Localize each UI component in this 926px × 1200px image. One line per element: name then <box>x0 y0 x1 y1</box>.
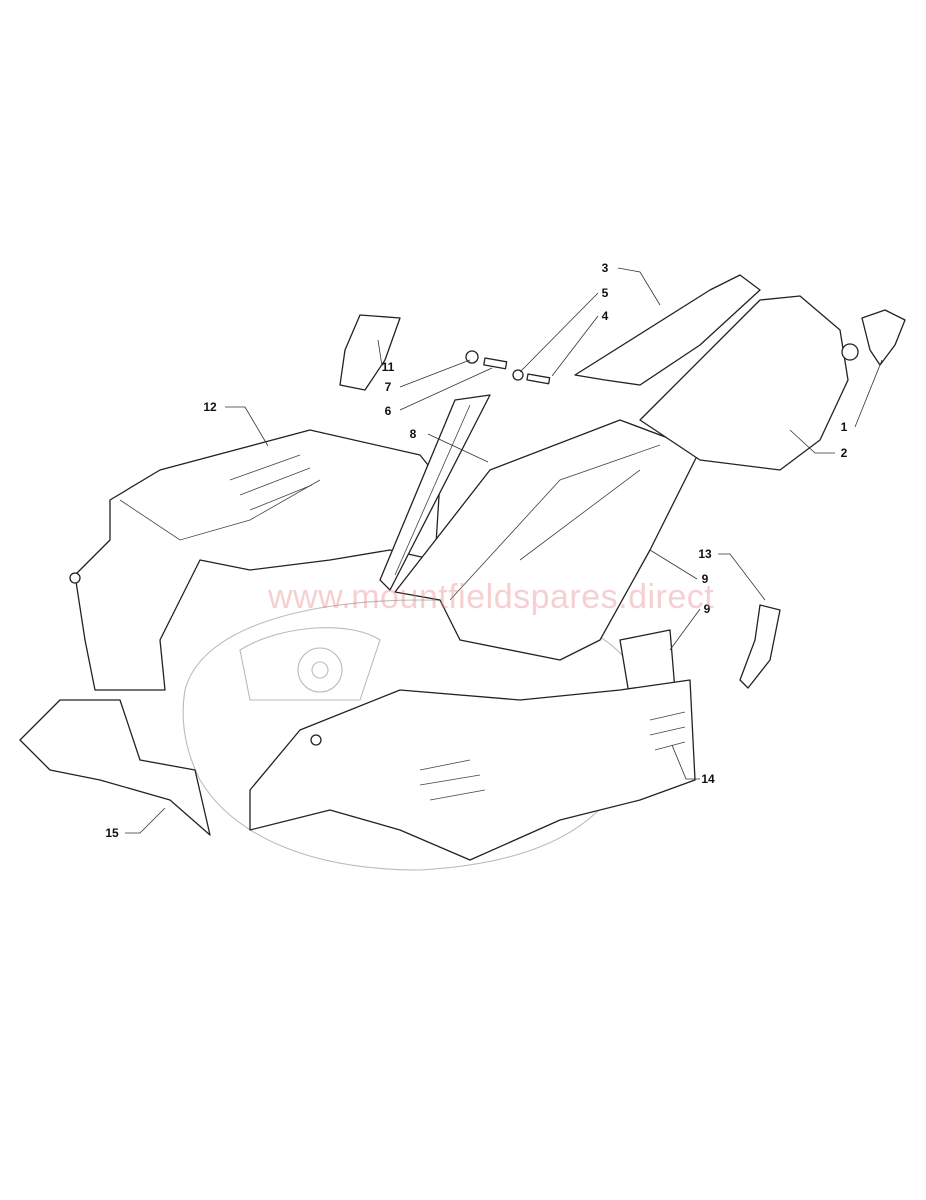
callout-1: 1 <box>841 420 848 434</box>
leader-line <box>399 367 493 411</box>
part-13-bracket <box>739 604 781 689</box>
leader-line <box>399 359 471 388</box>
part-3-upper-cover <box>574 274 761 386</box>
leader-line <box>377 339 383 367</box>
callout-2: 2 <box>841 446 848 460</box>
callout-4: 4 <box>602 309 609 323</box>
part-8-seal-strip <box>379 394 491 591</box>
callout-15: 15 <box>105 826 119 840</box>
part-12-left-housing <box>69 429 441 691</box>
leader-line <box>519 292 599 373</box>
callout-12: 12 <box>203 400 217 414</box>
part-2-rear-duct <box>639 295 859 471</box>
callout-7: 7 <box>385 380 392 394</box>
callout-8: 8 <box>410 427 417 441</box>
leader-line <box>617 267 661 306</box>
callout-3: 3 <box>602 261 609 275</box>
part-14-front-housing <box>249 679 696 861</box>
leader-line <box>649 549 698 580</box>
leader-line <box>669 608 701 651</box>
callout-13: 13 <box>698 547 712 561</box>
part-15-side-guard <box>19 699 211 836</box>
leader-line <box>427 433 489 463</box>
leader-line <box>125 807 166 834</box>
leader-line <box>789 429 835 454</box>
leader-line <box>718 553 766 601</box>
leader-line <box>225 406 269 447</box>
callout-9: 9 <box>702 572 709 586</box>
callout-9: 9 <box>704 602 711 616</box>
fasteners-4-5-6-7 <box>465 350 551 385</box>
callout-11: 11 <box>382 360 395 374</box>
leader-line <box>551 315 599 377</box>
callout-5: 5 <box>602 286 609 300</box>
part-1-clip <box>861 309 906 366</box>
callout-14: 14 <box>701 772 715 786</box>
part-11-bracket <box>339 314 401 391</box>
callout-6: 6 <box>385 404 392 418</box>
leader-line <box>671 744 700 780</box>
watermark: www.mountfieldspares.direct <box>268 578 715 616</box>
leader-line <box>854 359 883 428</box>
part-9-center-chute <box>394 419 701 661</box>
